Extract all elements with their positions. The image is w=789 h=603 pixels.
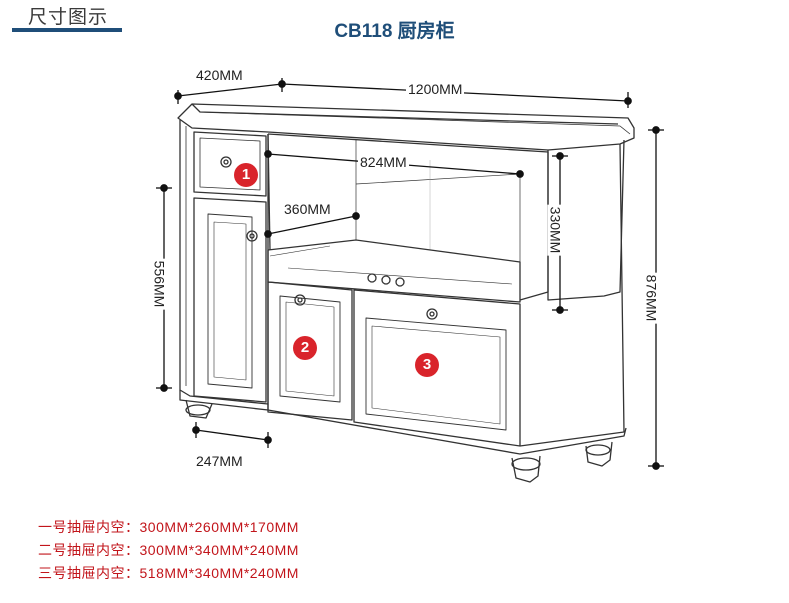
badge-drawer-3: 3: [415, 353, 439, 377]
dim-shelf-height-label: 330MM: [547, 204, 564, 256]
badge-drawer-1: 1: [234, 163, 258, 187]
section-title: 尺寸图示: [28, 7, 109, 28]
drawer-3: [353, 289, 521, 447]
leg-front: [511, 455, 541, 483]
drawer-note-2-label: 二号抽屉内空：: [38, 542, 140, 558]
drawer-note-1-value: 300MM*260MM*170MM: [139, 519, 299, 535]
drawer-2: [267, 281, 353, 421]
dim-leg-width-label: 247MM: [194, 453, 245, 469]
leg-left: [185, 399, 213, 419]
dim-depth-label: 420MM: [194, 67, 245, 83]
base: [179, 390, 627, 455]
drawer-1: [193, 131, 267, 197]
countertop: [177, 103, 635, 151]
drawer-note-3-label: 三号抽屉内空：: [38, 565, 140, 581]
dim-inner-width-label: 824MM: [358, 154, 409, 170]
drawer-note-2: 二号抽屉内空：300MM*340MM*240MM: [38, 539, 299, 562]
drawer-notes: 一号抽屉内空：300MM*260MM*170MM 二号抽屉内空：300MM*34…: [38, 516, 299, 585]
leg-right: [585, 441, 613, 467]
cooktop: [267, 239, 521, 303]
dim-shelf-depth-label: 360MM: [282, 201, 333, 217]
dim-width-label: 1200MM: [406, 81, 465, 97]
left-door: [193, 197, 267, 403]
drawer-note-3: 三号抽屉内空：518MM*340MM*240MM: [38, 562, 299, 585]
dim-door-height-label: 556MM: [151, 258, 168, 310]
dim-total-height-label: 876MM: [643, 272, 660, 324]
drawer-note-1: 一号抽屉内空：300MM*260MM*170MM: [38, 516, 299, 539]
drawer-note-3-value: 518MM*340MM*240MM: [139, 565, 299, 581]
product-title: CB118 厨房柜: [334, 21, 455, 42]
section-title-underline: [12, 28, 122, 32]
badge-drawer-2: 2: [293, 336, 317, 360]
drawer-note-2-value: 300MM*340MM*240MM: [139, 542, 299, 558]
drawer-note-1-label: 一号抽屉内空：: [38, 519, 140, 535]
